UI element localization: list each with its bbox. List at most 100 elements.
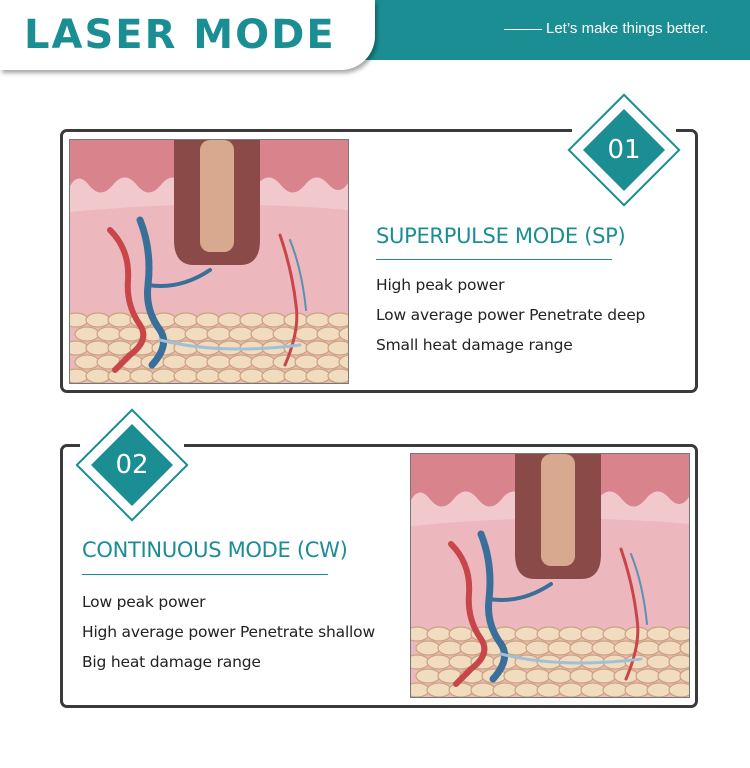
tagline: Let’s make things better.	[546, 20, 709, 37]
artery-vessel	[107, 227, 147, 373]
fat-cell	[184, 326, 210, 342]
section-title: CONTINUOUS MODE (CW)	[82, 538, 348, 562]
vein-vessel	[289, 239, 307, 311]
fat-cell	[283, 340, 309, 356]
fat-cell	[514, 682, 540, 697]
fat-cell	[294, 354, 320, 370]
fat-cell	[679, 640, 689, 656]
fat-cell	[261, 368, 287, 383]
fat-cell	[74, 326, 100, 342]
fat-cell	[338, 326, 348, 342]
fat-cell	[415, 640, 441, 656]
capillary-vessel	[158, 338, 302, 351]
feature-item: High average power Penetrate shallow	[82, 623, 375, 641]
feature-list: Low peak power High average power Penetr…	[82, 587, 375, 677]
fat-cell	[668, 682, 689, 697]
skin-laser-illustration	[410, 453, 690, 698]
fat-cell	[107, 312, 133, 328]
fat-cell	[70, 340, 89, 356]
fat-cell	[411, 626, 430, 642]
fat-cell	[327, 368, 348, 383]
fat-cell	[569, 668, 595, 684]
badge-number: 01	[607, 135, 641, 165]
fat-cell	[85, 340, 111, 356]
fat-cell	[327, 340, 348, 356]
number-badge: 02	[75, 408, 189, 522]
feature-item: Big heat damage range	[82, 653, 261, 671]
fat-cell	[426, 654, 452, 670]
fat-cell	[503, 668, 529, 684]
fat-cell	[492, 682, 518, 697]
fat-cell	[316, 326, 342, 342]
fat-cell	[338, 354, 348, 370]
fat-cell	[411, 682, 430, 697]
fat-cell	[96, 326, 122, 342]
fat-cell	[679, 668, 689, 684]
fat-cell	[173, 312, 199, 328]
fat-cell	[316, 354, 342, 370]
skin-laser-illustration	[69, 139, 349, 384]
vein-vessel	[630, 553, 648, 625]
title-underline	[376, 259, 612, 260]
fat-cell	[591, 668, 617, 684]
number-badge: 01	[567, 93, 681, 207]
feature-list: High peak power Low average power Penetr…	[376, 270, 645, 360]
fat-cell	[415, 668, 441, 684]
fat-cell	[426, 682, 452, 697]
fat-cell	[646, 682, 672, 697]
fat-cell	[635, 668, 661, 684]
fat-cell	[70, 368, 89, 383]
fat-cell	[250, 354, 276, 370]
fat-cell	[239, 312, 265, 328]
feature-item: High peak power	[376, 276, 505, 294]
fat-cell	[558, 626, 584, 642]
fat-cell	[217, 312, 243, 328]
fat-cell	[173, 368, 199, 383]
fat-cell	[657, 640, 683, 656]
fat-cell	[558, 682, 584, 697]
fat-cell	[547, 640, 573, 656]
fat-cell	[261, 312, 287, 328]
fat-cell	[646, 654, 672, 670]
fat-cell	[525, 668, 551, 684]
vein-vessel	[477, 530, 509, 683]
fat-cell	[85, 368, 111, 383]
fat-cell	[547, 668, 573, 684]
feature-item: Small heat damage range	[376, 336, 573, 354]
fat-cell	[129, 368, 155, 383]
fat-cell	[437, 640, 463, 656]
feature-item: Low peak power	[82, 593, 206, 611]
vein-branch	[487, 582, 553, 602]
fat-cell	[426, 626, 452, 642]
fat-cell	[624, 682, 650, 697]
fat-cell	[448, 682, 474, 697]
fat-cell	[525, 640, 551, 656]
fat-cell	[162, 354, 188, 370]
fat-cell	[580, 682, 606, 697]
fat-cell	[536, 626, 562, 642]
laser-beam	[200, 140, 234, 252]
fat-cell	[294, 326, 320, 342]
fat-cell	[327, 312, 348, 328]
fat-cell	[74, 354, 100, 370]
page-title: LASER MODE	[24, 12, 336, 58]
header-title-tab: LASER MODE	[0, 0, 375, 70]
fat-cell	[283, 368, 309, 383]
vein-vessel	[136, 216, 168, 369]
fat-cell	[657, 668, 683, 684]
title-underline	[82, 574, 328, 575]
artery-vessel	[448, 541, 488, 687]
fat-cell	[536, 682, 562, 697]
fat-cell	[85, 312, 111, 328]
fat-cell	[305, 340, 331, 356]
fat-cell	[305, 368, 331, 383]
fat-cell	[151, 368, 177, 383]
fat-cell	[624, 654, 650, 670]
fat-cell	[646, 626, 672, 642]
tagline-dash	[504, 29, 542, 30]
fat-cell	[228, 354, 254, 370]
artery-vessel	[278, 233, 299, 367]
vein-branch	[146, 268, 212, 288]
fat-cell	[635, 640, 661, 656]
fat-cell	[305, 312, 331, 328]
